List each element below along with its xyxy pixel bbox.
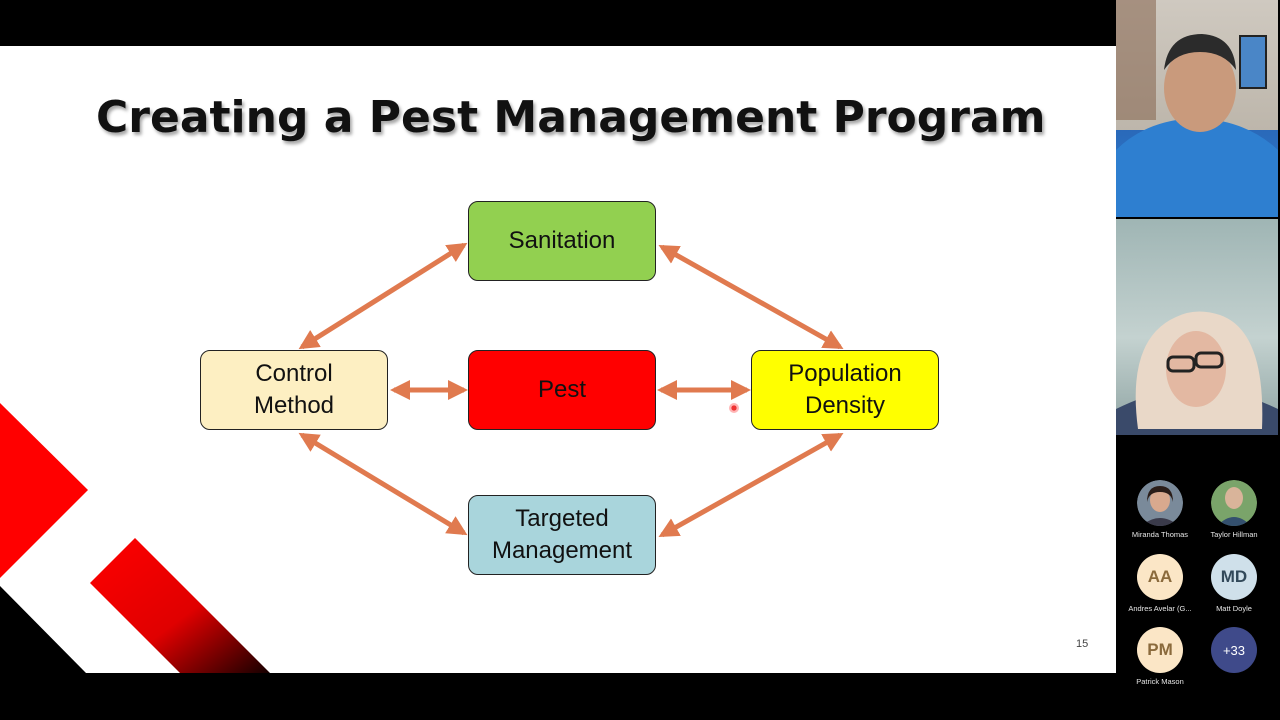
- arrow-control-targeted: [298, 432, 468, 536]
- laser-pointer-dot: [729, 403, 739, 413]
- sanitation-label: Sanitation: [508, 227, 616, 254]
- avatar: [1137, 480, 1183, 526]
- population-density-label: Population Density: [788, 360, 902, 419]
- participant-tile[interactable]: PM Patrick Mason: [1123, 627, 1197, 686]
- participant-name: Miranda Thomas: [1131, 530, 1189, 539]
- avatar: AA: [1137, 554, 1183, 600]
- participant-name: Matt Doyle: [1216, 604, 1252, 613]
- participant-tile[interactable]: AA Andres Avelar (G...: [1123, 554, 1197, 613]
- pest-label: Pest: [537, 376, 587, 403]
- participant-tile[interactable]: MD Matt Doyle: [1197, 554, 1271, 613]
- targeted-management-label: Targeted Management: [491, 505, 633, 564]
- control-method-label: Control Method: [253, 360, 335, 419]
- participant-name: Andres Avelar (G...: [1128, 604, 1192, 613]
- black-corner-shape: [0, 586, 86, 673]
- presentation-slide: Creating a Pest Management Program Sanit…: [0, 46, 1116, 673]
- red-diagonal-band-shape: [90, 538, 270, 673]
- participant-video-2[interactable]: [1116, 219, 1278, 435]
- person-silhouette-icon: [1116, 0, 1278, 217]
- person-silhouette-icon: [1116, 311, 1278, 435]
- participant-tile[interactable]: Taylor Hillman: [1197, 480, 1271, 539]
- slide-title: Creating a Pest Management Program: [96, 92, 1046, 143]
- red-triangle-shape: [0, 403, 88, 578]
- sanitation-box: Sanitation: [468, 201, 656, 281]
- avatar: PM: [1137, 627, 1183, 673]
- targeted-management-box: Targeted Management: [468, 495, 656, 575]
- control-method-box: Control Method: [200, 350, 388, 430]
- participant-tile[interactable]: Miranda Thomas: [1123, 480, 1197, 539]
- participant-name: Patrick Mason: [1136, 677, 1184, 686]
- arrow-sanitation-population: [658, 244, 844, 350]
- diagram-arrows: [298, 242, 844, 538]
- more-participants-count: +33: [1211, 627, 1257, 673]
- arrow-control-sanitation: [298, 242, 468, 350]
- slide-decoration: [0, 403, 270, 673]
- avatar: MD: [1211, 554, 1257, 600]
- avatar: [1211, 480, 1257, 526]
- more-participants-button[interactable]: +33: [1197, 627, 1271, 673]
- pest-box: Pest: [468, 350, 656, 430]
- participant-panel: Miranda Thomas Taylor Hillman AA Andres …: [1116, 0, 1280, 720]
- slide-page-number: 15: [1076, 638, 1089, 650]
- arrow-population-targeted: [658, 432, 844, 538]
- participant-video-1[interactable]: [1116, 0, 1278, 217]
- participant-name: Taylor Hillman: [1210, 530, 1258, 539]
- population-density-box: Population Density: [751, 350, 939, 430]
